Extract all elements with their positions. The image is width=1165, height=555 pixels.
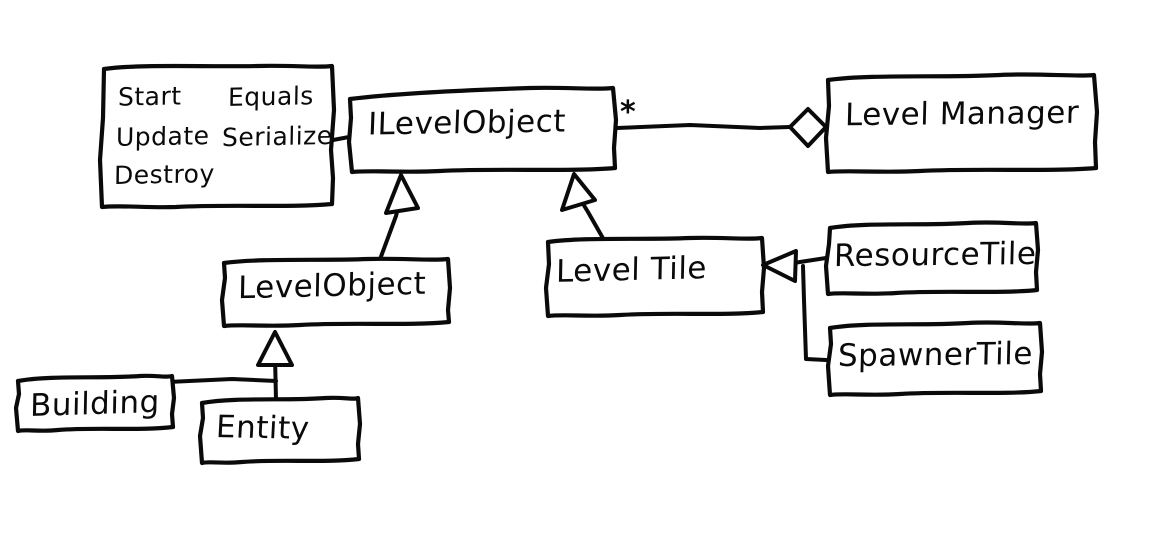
box-layer bbox=[13, 63, 1100, 466]
connector-spawnertile-to-leveltile bbox=[801, 264, 828, 362]
class-label-resourcetile: ResourceTile bbox=[833, 235, 1037, 275]
class-label-ilevelobject: ILevelObject bbox=[367, 103, 567, 143]
method-label-destroy: Destroy bbox=[113, 159, 215, 190]
resourcetile-box[interactable] bbox=[823, 220, 1041, 297]
aggregation-diamond-icon bbox=[788, 107, 828, 148]
building-box[interactable] bbox=[13, 373, 177, 434]
multiplicity-star-label: * bbox=[620, 95, 637, 130]
method-label-serialize: Serialize bbox=[221, 120, 333, 153]
class-label-levelobject: LevelObject bbox=[237, 265, 427, 307]
generalization-triangle-levelobject-icon bbox=[256, 330, 294, 367]
class-label-spawnertile: SpawnerTile bbox=[837, 335, 1034, 375]
class-label-levelmanager: Level Manager bbox=[844, 94, 1080, 134]
ilevelobject-box[interactable] bbox=[346, 85, 619, 175]
generalization-triangle-leveltile-icon bbox=[761, 249, 798, 283]
levelobject-box[interactable] bbox=[219, 256, 453, 329]
entity-box[interactable] bbox=[197, 395, 363, 466]
method-label-equals: Equals bbox=[227, 81, 315, 112]
class-label-building: Building bbox=[29, 383, 161, 425]
method-label-start: Start bbox=[117, 81, 182, 112]
leveltile-box[interactable] bbox=[543, 235, 767, 319]
connector-building-to-levelobject bbox=[166, 377, 278, 384]
marker-layer bbox=[256, 107, 828, 367]
connector-ilevelobject-to-levelmanager bbox=[615, 123, 792, 130]
spawnertile-box[interactable] bbox=[825, 320, 1045, 398]
method-label-update: Update bbox=[115, 121, 210, 152]
connector-methods-to-ilevelobject bbox=[331, 135, 351, 142]
class-label-entity: Entity bbox=[215, 409, 311, 447]
class-label-leveltile: Level Tile bbox=[555, 250, 708, 290]
connector-layer bbox=[166, 123, 828, 402]
levelmanager-box[interactable] bbox=[823, 72, 1100, 175]
realization-triangle-levelobject-icon bbox=[384, 173, 420, 215]
realization-triangle-leveltile-icon bbox=[560, 172, 597, 212]
methods-box[interactable] bbox=[97, 63, 337, 210]
